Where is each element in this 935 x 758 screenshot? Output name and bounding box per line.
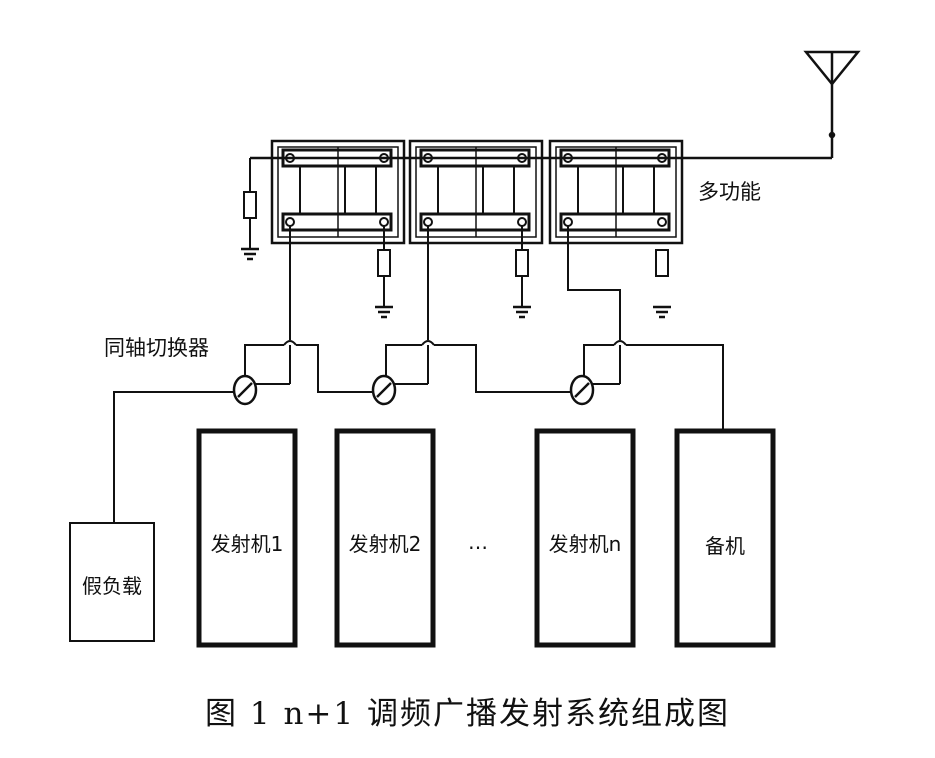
coax-switch-icon <box>232 374 258 406</box>
ground-icon <box>375 305 393 319</box>
ground-icon <box>241 247 259 261</box>
transmitter-2-label: 发射机2 <box>348 532 422 556</box>
unit-3-load-resistor <box>655 249 669 277</box>
transmitter-2-box <box>334 428 436 648</box>
feed-lines <box>289 226 621 340</box>
unit-2-load-resistor <box>515 226 529 306</box>
ground-icon <box>513 305 531 319</box>
unit-1-load-resistor <box>377 226 391 306</box>
switch-unit-3 <box>548 139 684 245</box>
switch-unit-2 <box>408 139 544 245</box>
backup-box <box>674 428 776 648</box>
figure-caption: 图 1 n+1 调频广播发射系统组成图 <box>205 696 730 732</box>
coax-switch-label: 同轴切换器 <box>104 336 209 360</box>
coax-switch-icon <box>569 374 595 406</box>
transmitter-1-box <box>196 428 298 648</box>
left-load-resistor <box>243 158 257 248</box>
antenna-icon <box>803 50 861 139</box>
ellipsis-label: … <box>468 530 488 554</box>
transmitter-1-label: 发射机1 <box>210 532 284 556</box>
transmitter-n-box <box>534 428 636 648</box>
backup-label: 备机 <box>705 534 745 558</box>
coax-switch-wiring <box>244 340 724 432</box>
multifunction-label: 多功能 <box>698 180 761 204</box>
ground-icon <box>653 305 671 319</box>
dummy-load-feed <box>113 391 237 523</box>
dummy-load-box <box>69 522 155 642</box>
transmitter-n-label: 发射机n <box>548 532 622 556</box>
coax-switch-icon <box>371 374 397 406</box>
dummy-load-label: 假负载 <box>82 574 142 598</box>
switch-unit-1 <box>270 139 406 245</box>
